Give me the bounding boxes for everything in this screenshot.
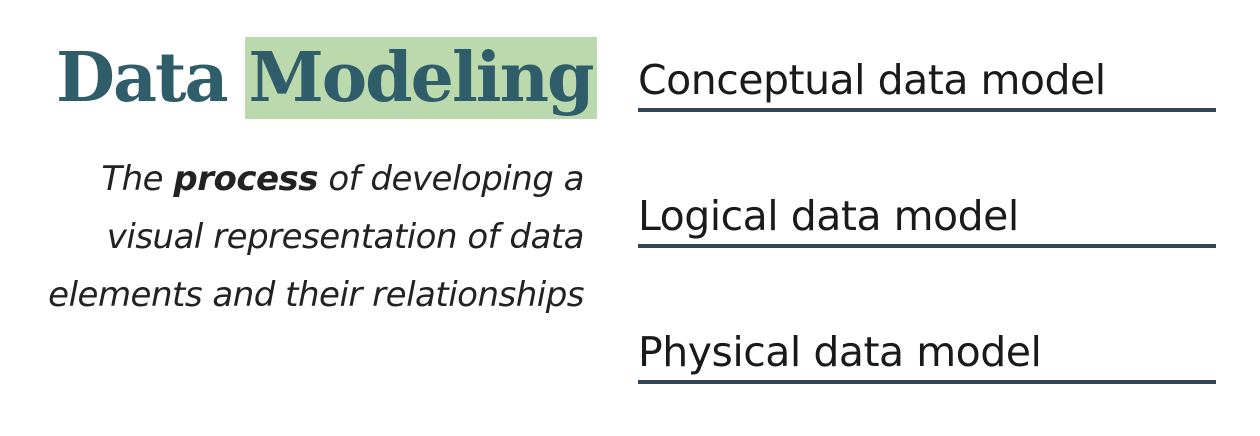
model-item-physical: Physical data model [638,324,1216,384]
page-title: Data Modeling [56,32,597,124]
title-word-modeling-highlighted: Modeling [244,37,597,119]
definition-before: The [101,159,174,199]
model-label: Conceptual data model [638,56,1106,104]
definition-emphasis: process [173,159,319,199]
model-item-conceptual: Conceptual data model [638,52,1216,112]
model-label: Physical data model [638,328,1042,376]
title-word-data: Data [56,38,228,118]
model-item-logical: Logical data model [638,188,1216,248]
model-label: Logical data model [638,192,1019,240]
definition-text: The process of developing a visual repre… [4,150,584,324]
definition-after: of developing a visual representation of… [48,159,584,315]
